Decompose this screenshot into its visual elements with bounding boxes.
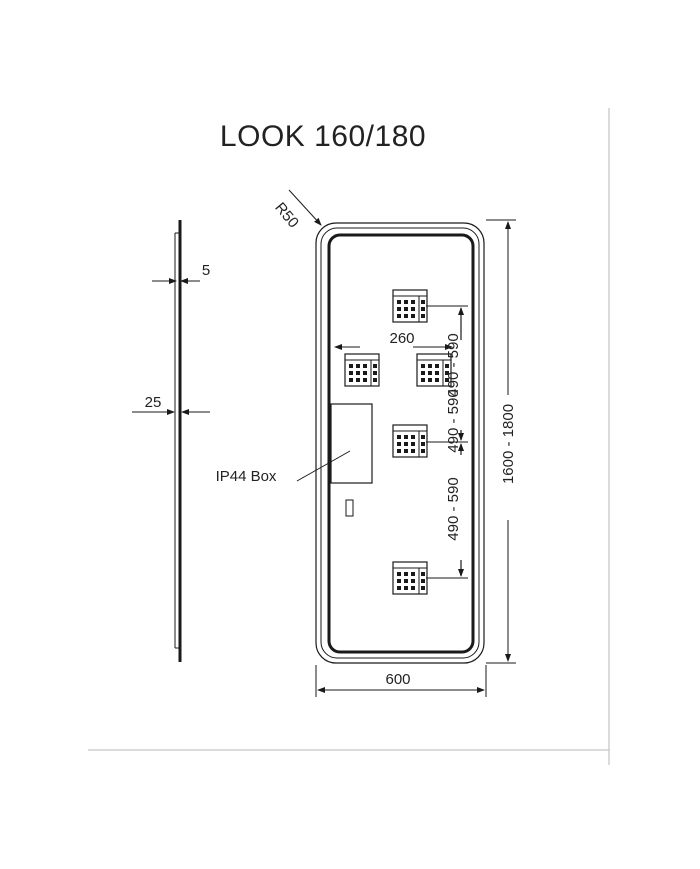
dimension-side-thickness-bottom-label: 25: [145, 394, 162, 411]
page-title: LOOK 160/180: [220, 120, 426, 153]
ip44-box: IP44 Box: [216, 403, 373, 517]
radius-callout: R50: [271, 189, 322, 231]
side-view: [174, 220, 182, 662]
mirror-front-view: [315, 222, 485, 664]
dimension-height-label: 1600 - 1800: [500, 404, 517, 484]
dimension-vertical-spacing-2-label: 490 - 590: [445, 389, 462, 452]
dimension-horizontal-spacing: 260: [334, 330, 453, 350]
wall-fixing-top: [392, 289, 428, 323]
dimension-width-label: 600: [385, 671, 410, 688]
dimension-vertical-spacing: 490 - 590 490 - 590 490 - 590: [426, 305, 468, 579]
dimension-vertical-spacing-3-label: 490 - 590: [445, 477, 462, 540]
wall-fixing-upper-left: [344, 353, 380, 387]
dimension-vertical-spacing-1-label: 490 - 590: [445, 333, 462, 396]
dimension-height: 1600 - 1800: [486, 219, 517, 664]
dimension-side-thickness-top: 5: [152, 262, 210, 284]
dimension-horizontal-spacing-label: 260: [389, 330, 414, 347]
dimension-width: 600: [315, 665, 487, 697]
dimension-side-thickness-top-label: 5: [202, 262, 210, 279]
ip44-box-label: IP44 Box: [216, 468, 277, 485]
wall-fixing-bottom: [392, 561, 428, 595]
dimension-side-thickness-bottom: 25: [132, 394, 210, 415]
radius-label: R50: [271, 199, 302, 231]
wall-fixing-middle: [392, 424, 428, 458]
